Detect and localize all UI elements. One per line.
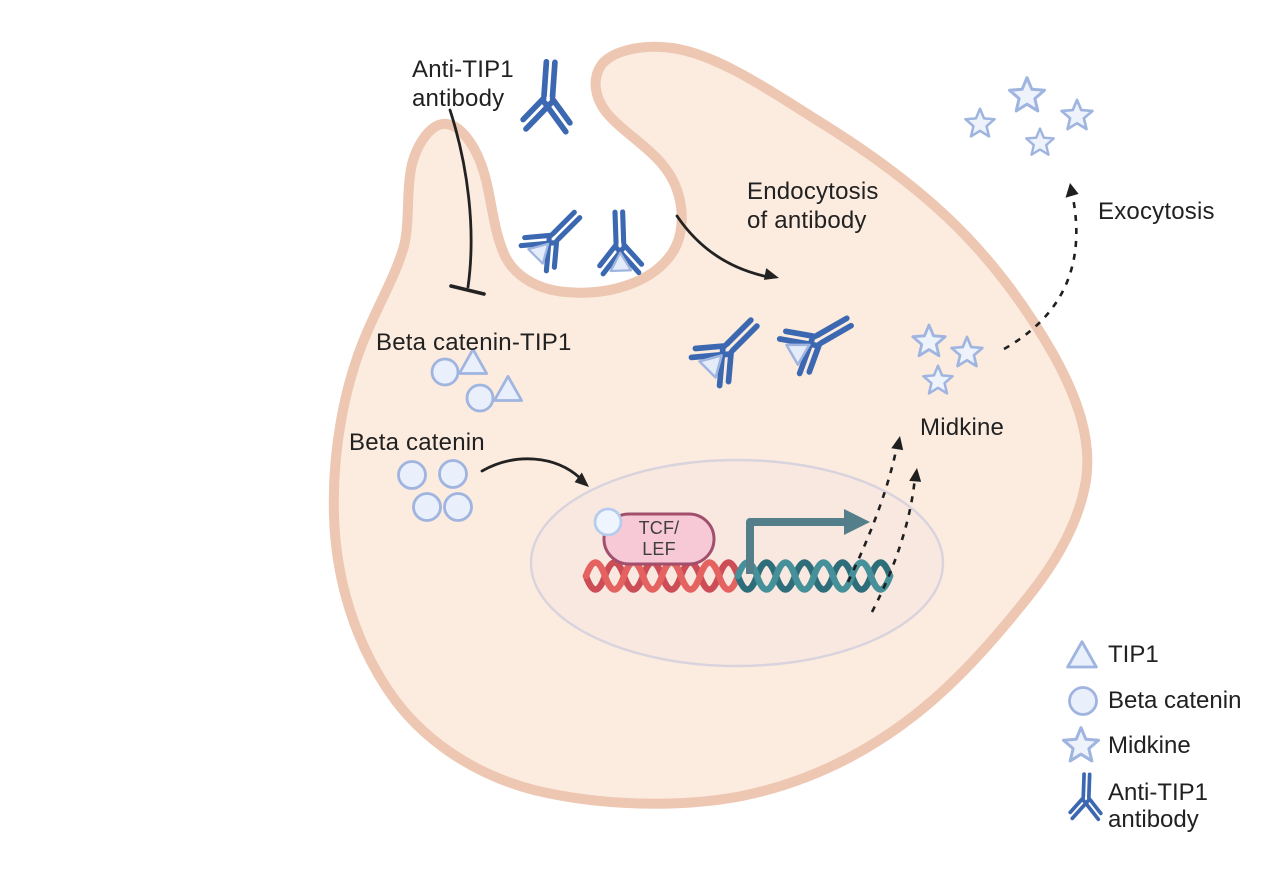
midkine-star-icon: [964, 107, 996, 138]
beta-catenin-on-tcf-icon: [593, 507, 623, 537]
tip1-triangle-icon: [1066, 640, 1098, 669]
beta-catenin-circle-icon: [397, 460, 427, 490]
midkine-star-icon: [1025, 127, 1055, 156]
nucleus: [529, 458, 945, 668]
midkine-arrowhead: [891, 436, 904, 451]
antibody-tip1-complex: [517, 198, 594, 275]
legend-label-beta-catenin: Beta catenin: [1108, 687, 1242, 714]
endocytosis-arrow: [675, 214, 779, 280]
tcf-lef-pill: [602, 512, 716, 566]
midkine-star-icon: [1060, 98, 1094, 131]
antibody-tip1-complex: [595, 211, 644, 274]
beta-catenin-circle-icon: [412, 492, 442, 522]
dna-teal-helix: [734, 559, 894, 593]
beta-catenin-label: Beta catenin: [349, 429, 485, 456]
endocytosis-label: Endocytosis of antibody: [747, 178, 879, 234]
midkine-star-icon: [1061, 726, 1101, 763]
midkine-production-arrows: [846, 445, 917, 613]
beta-catenin-circle-icon: [438, 459, 468, 489]
tcf-lef-label: TCF/ LEF: [638, 518, 680, 559]
beta-catenin-circle-icon: [443, 492, 473, 522]
beta-catenin-tip1-label: Beta catenin-TIP1: [376, 329, 572, 356]
legend-label-anti-tip1-antibody: Anti-TIP1 antibody: [1108, 779, 1209, 833]
midkine-label: Midkine: [920, 414, 1005, 441]
beta-catenin-circle-icon: [430, 357, 460, 387]
anti-tip1-antibody-icon: [1066, 771, 1106, 822]
transcription-arrow: [746, 509, 870, 574]
beta-catenin-circle-icon: [465, 383, 495, 413]
beta-catenin-circle-icon: [1068, 686, 1098, 716]
exocytosis-arrow: [1003, 183, 1079, 351]
anti-tip1-antibody-icon: [519, 60, 577, 132]
exocytosis-label: Exocytosis: [1098, 198, 1215, 225]
legend-label-tip1: TIP1: [1108, 641, 1159, 668]
anti-tip1-antibody-label: Anti-TIP1 antibody: [412, 56, 514, 112]
midkine-arrowhead: [909, 468, 922, 482]
beta-catenin-to-nucleus-arrow: [480, 457, 589, 487]
inhibition-line: [448, 108, 486, 296]
midkine-star-icon: [1007, 76, 1047, 113]
dna-red-helix: [582, 559, 742, 593]
legend-label-midkine: Midkine: [1108, 732, 1191, 759]
